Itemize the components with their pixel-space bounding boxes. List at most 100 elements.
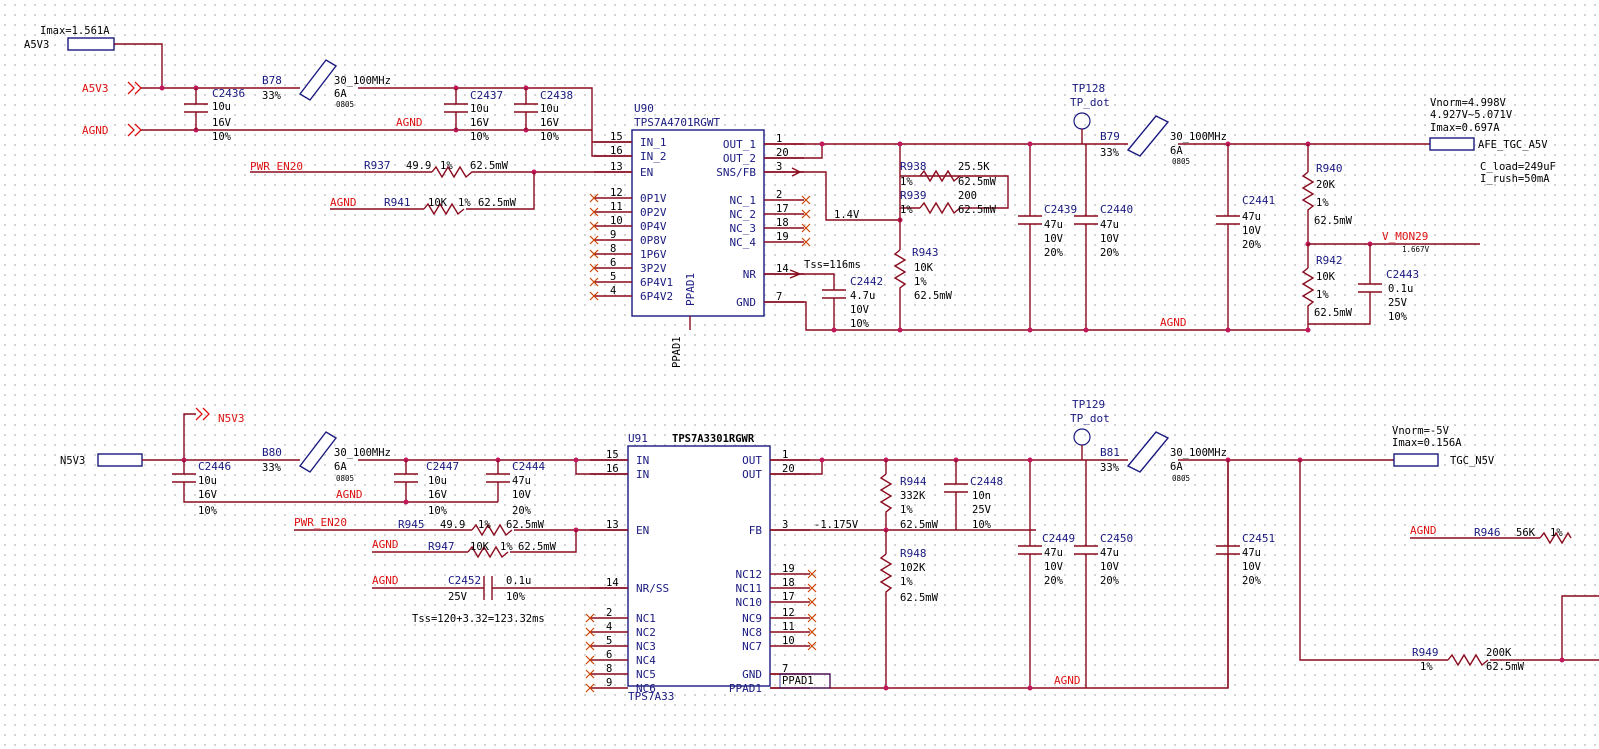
svg-text:I_rush=50mA: I_rush=50mA bbox=[1480, 173, 1550, 185]
cap-c2437[interactable]: C2437 10u 16V 10% bbox=[444, 88, 503, 143]
svg-text:NC4: NC4 bbox=[636, 654, 656, 667]
cap-c2436[interactable]: C2436 10u 16V 10% bbox=[184, 87, 245, 143]
cap-c2439[interactable]: C2439 47u 10V 20% bbox=[1018, 144, 1077, 330]
v-mon29-label: V_MON29 bbox=[1382, 230, 1428, 243]
svg-text:17: 17 bbox=[776, 203, 789, 215]
svg-text:3P2V: 3P2V bbox=[640, 262, 667, 275]
u90-pin-16[interactable]: IN_216 bbox=[594, 145, 667, 163]
svg-text:20K: 20K bbox=[1316, 179, 1336, 191]
svg-text:NC11: NC11 bbox=[736, 582, 763, 595]
testpoint-tp129[interactable]: TP129 TP_dot bbox=[1070, 398, 1110, 460]
u91-pin-2[interactable]: NC12 bbox=[585, 607, 656, 625]
resistor-r944[interactable]: R944 332K 1% 62.5mW bbox=[879, 473, 939, 531]
output-fuse-a5v[interactable]: Vnorm=4.998V 4.927V~5.071V Imax=0.697A A… bbox=[1429, 97, 1556, 185]
testpoint-tp128[interactable]: TP128 TP_dot bbox=[1070, 82, 1110, 144]
resistor-r937[interactable]: R937 49.9 1% 62.5mW bbox=[364, 159, 509, 179]
resistor-r939[interactable]: R939 200 1% 62.5mW bbox=[900, 189, 997, 216]
svg-text:EN: EN bbox=[640, 166, 653, 179]
output-fuse-n5v[interactable]: Vnorm=-5V Imax=0.156A TGC_N5V bbox=[1392, 425, 1495, 467]
resistor-r941[interactable]: R941 10K 1% 62.5mW bbox=[384, 196, 517, 216]
port-a5v3[interactable]: A5V3 bbox=[82, 81, 142, 95]
ic-u91[interactable]: U91 TPS7A3301RGWR TPS7A33 bbox=[627, 432, 771, 703]
cap-c2450[interactable]: C2450 47u 10V 20% bbox=[1074, 460, 1133, 688]
input-fuse-n5v3[interactable]: N5V3 bbox=[60, 453, 143, 467]
cap-c2442[interactable]: C2442 4.7u 10V 10% bbox=[822, 275, 883, 330]
cap-c2448[interactable]: C2448 10n 25V 10% bbox=[944, 460, 1003, 531]
svg-text:10%: 10% bbox=[850, 318, 870, 330]
cap-c2443[interactable]: C2443 0.1u 25V 10% bbox=[1308, 244, 1419, 325]
svg-text:R948: R948 bbox=[900, 547, 927, 560]
svg-text:C_load=249uF: C_load=249uF bbox=[1480, 161, 1556, 173]
cap-c2449[interactable]: C2449 47u 10V 20% bbox=[1018, 460, 1075, 688]
u91-footer: TPS7A33 bbox=[628, 690, 674, 703]
ferrite-b80[interactable]: B80 33% 30_100MHz 6A 0805 bbox=[262, 431, 391, 483]
u90-pin-15[interactable]: IN_115 bbox=[594, 131, 667, 149]
svg-text:OUT: OUT bbox=[742, 454, 762, 467]
cap-c2446[interactable]: C2446 10u 16V 10% bbox=[172, 460, 498, 517]
resistor-r947[interactable]: R947 10K 1% 62.5mW bbox=[428, 540, 557, 559]
cap-c2438[interactable]: C2438 10u 16V 10% bbox=[514, 88, 573, 143]
resistor-r942[interactable]: R942 10K 1% 62.5mW bbox=[1301, 254, 1353, 330]
svg-text:R937: R937 bbox=[364, 159, 391, 172]
cap-c2452[interactable]: C2452 0.1u 25V 10% bbox=[448, 574, 531, 603]
ferrite-b81[interactable]: B81 33% 30_100MHz 6A 0805 bbox=[1078, 431, 1396, 483]
svg-text:R946: R946 bbox=[1474, 526, 1501, 539]
svg-text:10u: 10u bbox=[212, 101, 231, 113]
ferrite-b78[interactable]: B78 33% 30_100MHz 6A 0805 bbox=[262, 59, 391, 109]
port-n5v3[interactable]: N5V3 bbox=[183, 407, 245, 460]
port-agnd-top[interactable]: AGND bbox=[82, 123, 142, 137]
svg-text:6A: 6A bbox=[334, 461, 347, 473]
resistor-r948[interactable]: R948 102K 1% 62.5mW bbox=[879, 547, 939, 688]
svg-text:20%: 20% bbox=[1242, 575, 1262, 587]
svg-text:47u: 47u bbox=[1100, 547, 1119, 559]
ic-u90[interactable]: U90 TPS7A4701RGWT PPAD1 PPAD1 bbox=[631, 102, 765, 368]
svg-text:1%: 1% bbox=[458, 197, 471, 209]
cap-c2444[interactable]: C2444 47u 10V 20% bbox=[486, 460, 545, 517]
svg-text:10V: 10V bbox=[1100, 233, 1120, 245]
fuse-a5v3[interactable] bbox=[67, 37, 115, 51]
resistor-r938[interactable]: R938 25.5K 1% 62.5mW bbox=[900, 160, 997, 188]
cap-c2451[interactable]: C2451 47u 10V 20% bbox=[1216, 460, 1275, 688]
resistor-r945[interactable]: R945 49.9 1% 62.5mW bbox=[398, 518, 545, 537]
resistor-r946[interactable]: R946 56K 1% bbox=[1474, 526, 1572, 545]
cap-c2441[interactable]: C2441 47u 10V 20% bbox=[1216, 144, 1275, 330]
cap-c2440[interactable]: C2440 47u 10V 20% bbox=[1074, 144, 1133, 330]
resistor-r943[interactable]: R943 10K 1% 62.5mW bbox=[893, 246, 953, 330]
u91-left-pins: IN15IN16EN13NR/SS14NC12NC24NC35NC46NC58N… bbox=[585, 449, 669, 695]
cap-c2447[interactable]: C2447 10u 16V 10% bbox=[394, 460, 459, 517]
ferrite-b79[interactable]: B79 33% 30_100MHz 6A 0805 bbox=[1078, 115, 1430, 166]
resistor-r940[interactable]: R940 20K 1% 62.5mW bbox=[1301, 162, 1353, 244]
resistor-r949[interactable]: R949 200K 1% 62.5mW bbox=[1412, 646, 1525, 673]
